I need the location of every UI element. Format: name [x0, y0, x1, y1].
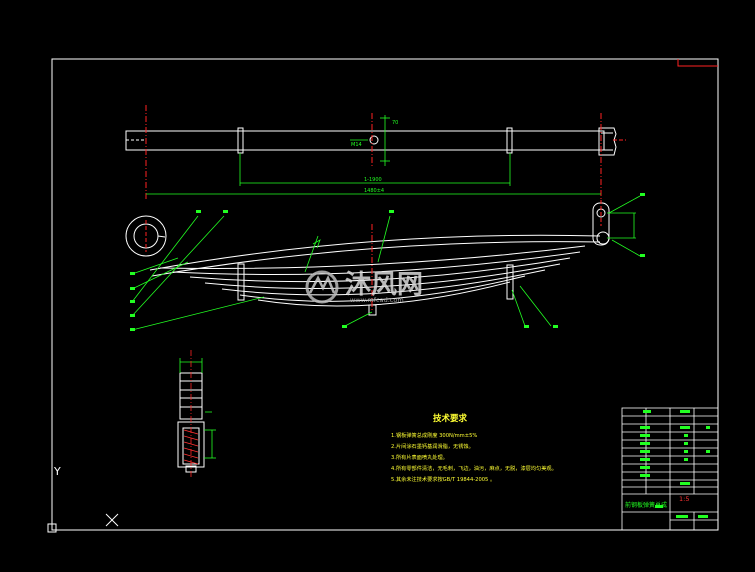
leaf-stack	[149, 234, 601, 307]
title-block: 前钢板弹簧总成 1:5	[621, 407, 719, 531]
title-block-cells	[640, 410, 710, 518]
technical-requirements: 技术要求 1.钢板弹簧总成刚度 300N/mm±5% 2.片间涂石墨钙基润滑脂，…	[391, 413, 557, 483]
top-view: M14 70 1-1900 1480±4	[125, 105, 626, 200]
front-view	[125, 193, 645, 331]
ucs-icon	[47, 474, 119, 533]
centerlines-front-view	[145, 200, 602, 312]
centerlines-top-view	[145, 105, 626, 200]
tech-requirements-title: 技术要求	[433, 413, 468, 424]
watermark: 沐风网 www.mfcad.com	[305, 270, 423, 304]
watermark-logo-icon	[305, 270, 339, 304]
drawing-name: 前钢板弹簧总成	[625, 501, 667, 509]
dimension-lines-top-view	[146, 115, 601, 195]
tech-requirement-item: 1.钢板弹簧总成刚度 300N/mm±5%	[391, 431, 477, 439]
balloon-leaders	[131, 195, 641, 331]
balloon-marks	[130, 193, 645, 331]
drawing-code: 1:5	[679, 495, 689, 503]
rebound-clips	[237, 263, 514, 316]
section-detail	[177, 350, 216, 478]
tech-requirement-item: 5.其余未注技术要求按GB/T 19844-2005 。	[391, 475, 495, 483]
tech-requirement-item: 4.所有零部件清洁，无毛刺，飞边，油污，麻点，无脱，漆层均匀美观。	[391, 464, 557, 472]
drawing-frame	[51, 58, 719, 531]
tech-requirement-item: 3.所有片表面喷丸处理。	[391, 453, 448, 461]
ucs-y-label: Y	[53, 465, 61, 478]
leaf-width-label: 70	[392, 120, 398, 126]
center-bolt-label: M14	[351, 142, 362, 148]
frame-corner-mark	[677, 59, 718, 67]
tech-requirement-item: 2.片间涂石墨钙基润滑脂，无锈蚀。	[391, 442, 474, 450]
clamp-length-label: 1-1900	[364, 177, 382, 183]
watermark-brand: 沐风网	[345, 270, 423, 300]
overall-length-label: 1480±4	[364, 188, 384, 194]
watermark-url: www.mfcad.com	[350, 296, 404, 304]
